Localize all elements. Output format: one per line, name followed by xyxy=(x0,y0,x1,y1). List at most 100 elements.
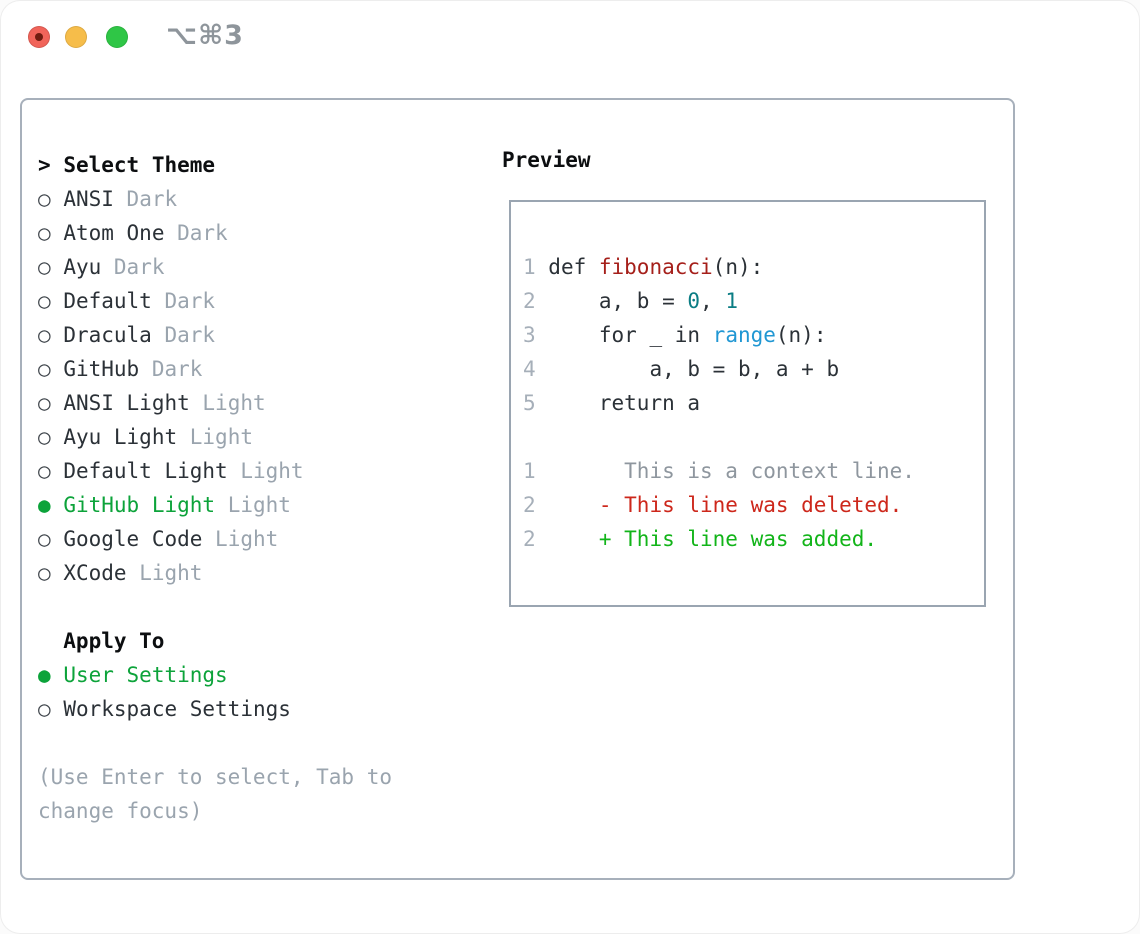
theme-name-label: ANSI xyxy=(63,187,114,211)
code-line: 4 a, b = b, a + b xyxy=(523,352,984,386)
zoom-button[interactable] xyxy=(106,26,128,48)
theme-name-label: XCode xyxy=(63,561,127,585)
code-token: 1 xyxy=(523,255,549,279)
radio-icon: ○ xyxy=(38,459,51,483)
theme-item-ayu[interactable]: ○ Ayu Dark xyxy=(38,250,392,284)
hint-line-2: change focus) xyxy=(38,799,203,823)
code-token: a, b = b, a + b xyxy=(548,357,840,381)
radio-icon: ○ xyxy=(38,289,51,313)
theme-name-label: Default Light xyxy=(63,459,228,483)
theme-variant-label: Light xyxy=(189,425,253,449)
theme-variant-label: Dark xyxy=(151,357,203,381)
code-line: 1 This is a context line. xyxy=(523,454,984,488)
radio-icon: ○ xyxy=(38,357,51,381)
code-token: + This line was added. xyxy=(548,527,878,551)
theme-variant-label: Dark xyxy=(177,221,228,245)
code-token: This is a context line. xyxy=(548,459,915,483)
code-token: , xyxy=(700,289,726,313)
theme-item-dracula[interactable]: ○ Dracula Dark xyxy=(38,318,392,352)
code-token: range xyxy=(712,323,776,347)
code-token: - This line was deleted. xyxy=(548,493,903,517)
theme-name-label: Ayu Light xyxy=(63,425,178,449)
apply-item-user-settings[interactable]: ● User Settings xyxy=(38,658,392,692)
preview-heading: Preview xyxy=(502,148,591,172)
minimize-button[interactable] xyxy=(65,26,87,48)
code-token: 4 xyxy=(523,357,549,381)
code-token: 2 xyxy=(523,527,549,551)
code-token: def xyxy=(548,255,599,279)
radio-icon: ○ xyxy=(38,391,51,415)
apply-name-label: User Settings xyxy=(63,663,228,687)
theme-list: ○ ANSI Dark○ Atom One Dark○ Ayu Dark○ De… xyxy=(38,182,392,590)
radio-icon: ○ xyxy=(38,323,51,347)
theme-variant-label: Dark xyxy=(126,187,178,211)
apply-list: ● User Settings○ Workspace Settings xyxy=(38,658,392,726)
theme-variant-label: Light xyxy=(139,561,203,585)
code-token: (n): xyxy=(712,255,764,279)
code-token: 1 xyxy=(523,459,549,483)
theme-item-atom-one[interactable]: ○ Atom One Dark xyxy=(38,216,392,250)
apply-item-workspace-settings[interactable]: ○ Workspace Settings xyxy=(38,692,392,726)
code-line: 3 for _ in range(n): xyxy=(523,318,984,352)
code-token: for _ in xyxy=(548,323,713,347)
theme-variant-label: Light xyxy=(202,391,266,415)
select-theme-heading: > Select Theme xyxy=(38,148,392,182)
theme-item-github[interactable]: ○ GitHub Dark xyxy=(38,352,392,386)
theme-column: > Select Theme ○ ANSI Dark○ Atom One Dar… xyxy=(38,148,392,828)
close-button[interactable] xyxy=(28,26,50,48)
theme-name-label: Atom One xyxy=(63,221,165,245)
code-token: 1 xyxy=(725,289,738,313)
theme-name-label: Default xyxy=(63,289,152,313)
code-token: (n): xyxy=(775,323,827,347)
theme-name-label: ANSI Light xyxy=(63,391,190,415)
code-token: fibonacci xyxy=(598,255,713,279)
radio-selected-icon: ● xyxy=(38,663,51,687)
apply-name-label: Workspace Settings xyxy=(63,697,291,721)
code-token: 0 xyxy=(687,289,701,313)
code-line xyxy=(523,420,984,454)
theme-name-label: GitHub xyxy=(63,357,140,381)
theme-variant-label: Dark xyxy=(164,289,216,313)
radio-icon: ○ xyxy=(38,255,51,279)
theme-name-label: Google Code xyxy=(63,527,203,551)
hint-line-1: (Use Enter to select, Tab to xyxy=(38,765,393,789)
code-token: 2 xyxy=(523,493,549,517)
radio-icon: ○ xyxy=(38,221,51,245)
theme-item-default-light[interactable]: ○ Default Light Light xyxy=(38,454,392,488)
apply-to-heading: Apply To xyxy=(63,629,165,653)
theme-variant-label: Dark xyxy=(113,255,165,279)
radio-icon: ○ xyxy=(38,697,51,721)
section-gap xyxy=(38,590,392,624)
code-line: 2 + This line was added. xyxy=(523,522,984,556)
radio-icon: ○ xyxy=(38,187,51,211)
theme-name-label: GitHub Light xyxy=(63,493,216,517)
theme-item-ansi[interactable]: ○ ANSI Dark xyxy=(38,182,392,216)
code-token: 5 xyxy=(523,391,549,415)
theme-variant-label: Dark xyxy=(164,323,216,347)
window-title: ⌥⌘3 xyxy=(166,20,244,51)
theme-variant-label: Light xyxy=(240,459,304,483)
theme-item-xcode[interactable]: ○ XCode Light xyxy=(38,556,392,590)
theme-picker-panel: > Select Theme ○ ANSI Dark○ Atom One Dar… xyxy=(20,98,1015,880)
select-theme-heading-label: Select Theme xyxy=(63,153,216,177)
theme-item-google-code[interactable]: ○ Google Code Light xyxy=(38,522,392,556)
theme-variant-label: Light xyxy=(227,493,291,517)
theme-item-github-light[interactable]: ● GitHub Light Light xyxy=(38,488,392,522)
theme-item-ansi-light[interactable]: ○ ANSI Light Light xyxy=(38,386,392,420)
theme-item-default[interactable]: ○ Default Dark xyxy=(38,284,392,318)
code-line: 2 a, b = 0, 1 xyxy=(523,284,984,318)
radio-icon: ○ xyxy=(38,561,51,585)
radio-selected-icon: ● xyxy=(38,493,51,517)
code-token: a, b = xyxy=(548,289,688,313)
code-line: 5 return a xyxy=(523,386,984,420)
code-token: 2 xyxy=(523,289,549,313)
theme-item-ayu-light[interactable]: ○ Ayu Light Light xyxy=(38,420,392,454)
code-token: return a xyxy=(548,391,701,415)
radio-icon: ○ xyxy=(38,527,51,551)
code-line: 1 def fibonacci(n): xyxy=(523,250,984,284)
section-gap xyxy=(38,726,392,760)
code-line: 2 - This line was deleted. xyxy=(523,488,984,522)
titlebar: ⌥⌘3 xyxy=(0,0,1140,70)
